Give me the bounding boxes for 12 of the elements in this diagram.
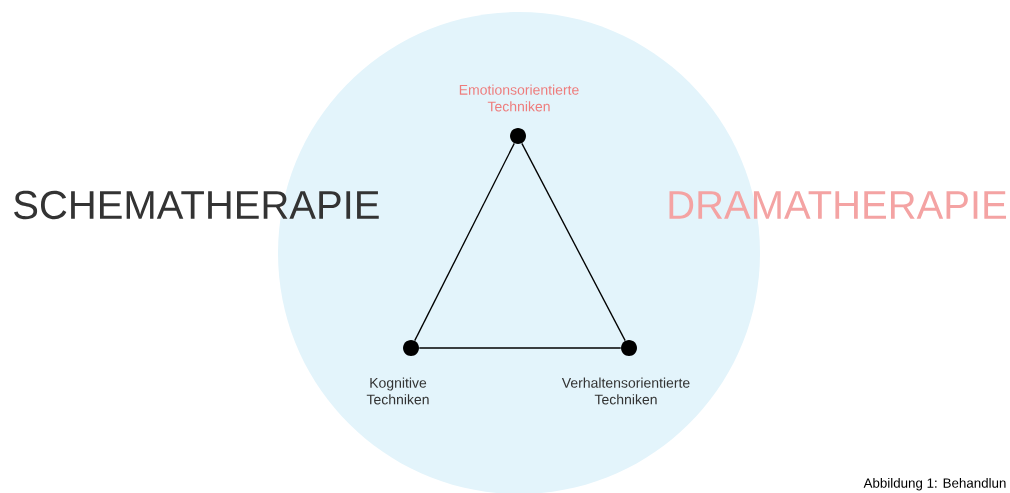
line [521,142,626,342]
line [414,142,515,342]
heading: SCHEMATHERAPIE [14,190,379,220]
node-label: Kognitive Techniken [366,377,429,405]
line [418,347,622,349]
caption: Abbildung 1: Behandlun [863,477,1006,491]
dot [403,340,419,356]
dot [510,128,526,144]
dot [621,340,637,356]
node-label: Verhaltensorientierte Techniken [561,377,690,405]
node-label: Emotionsorientierte Techniken [459,84,579,112]
heading: DRAMATHERAPIE [669,191,1006,219]
